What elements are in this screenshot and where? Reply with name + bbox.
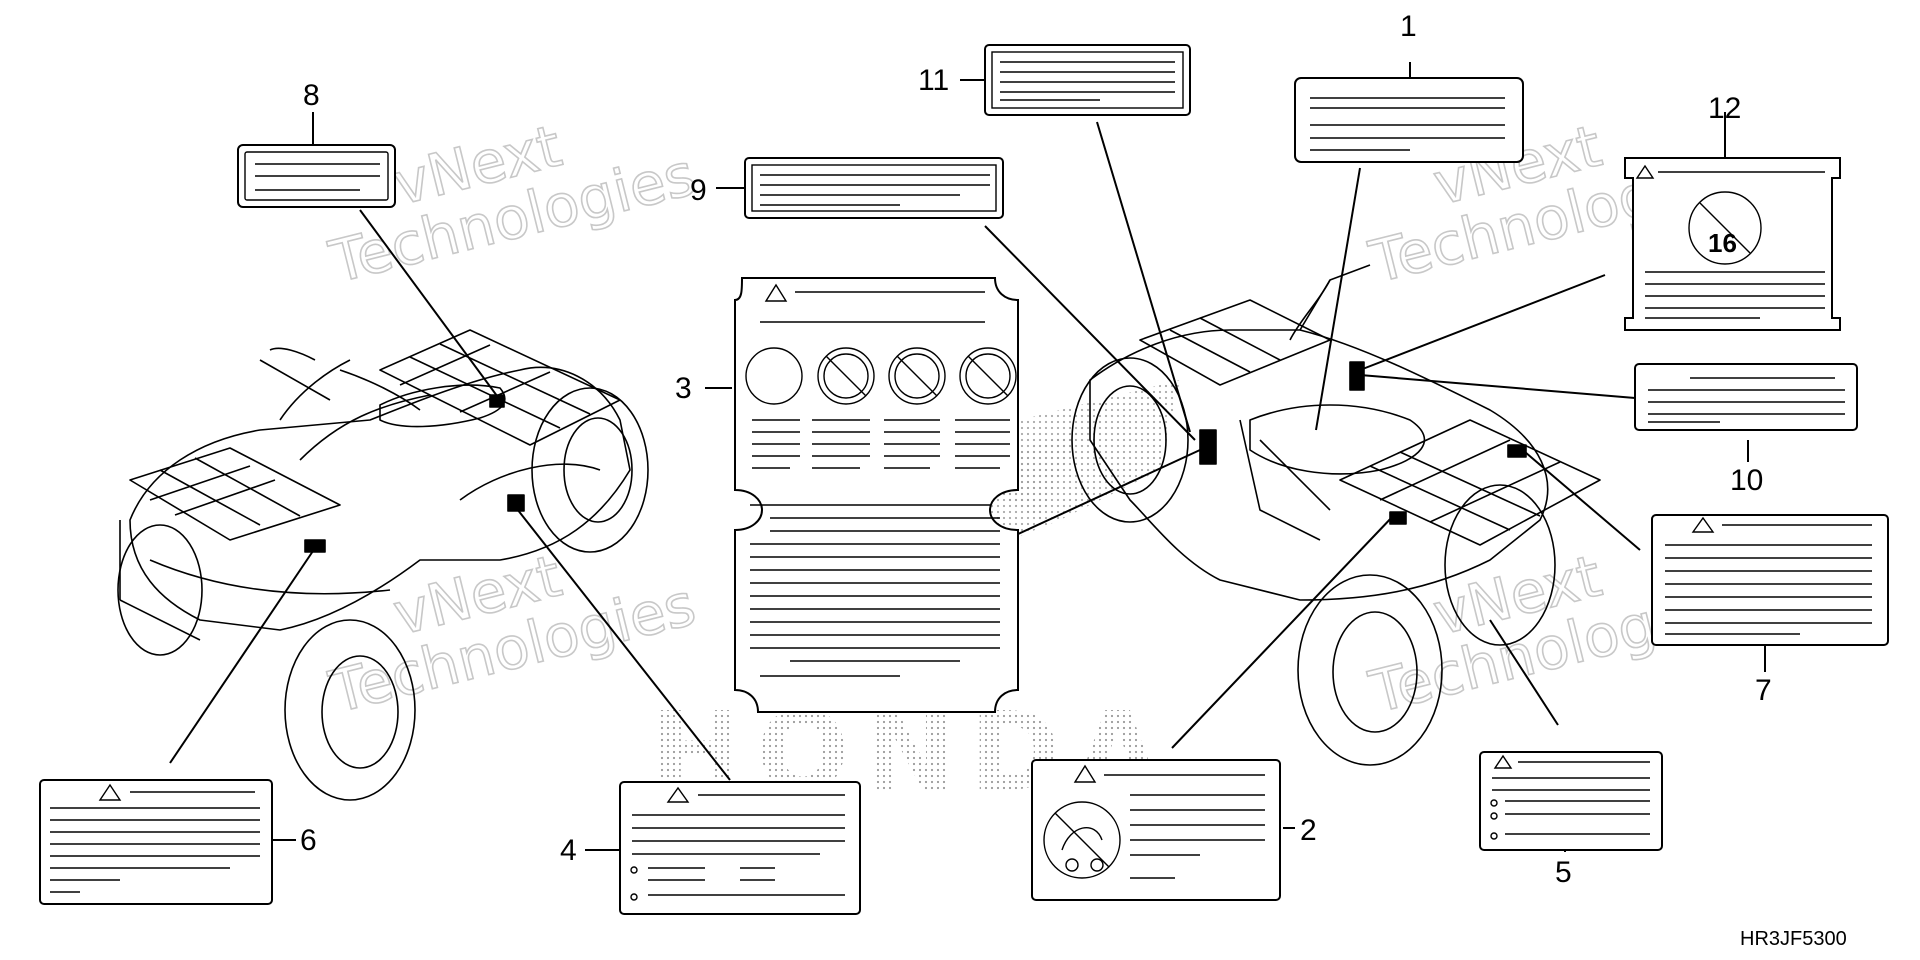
part-code: HR3JF5300: [1740, 928, 1847, 950]
label-3-plate: [734, 277, 1019, 713]
callout-12: 12: [1708, 92, 1741, 125]
atv-left-view: [117, 329, 649, 801]
callout-8: 8: [303, 79, 320, 112]
label-1-plate: [1294, 77, 1524, 163]
label-5-plate: [1479, 751, 1663, 851]
label-12-plate: 16: [1624, 157, 1841, 331]
label-4-plate: [619, 781, 861, 915]
label-8-plate: [237, 144, 396, 208]
callout-5: 5: [1555, 856, 1572, 889]
label-7-plate: [1651, 514, 1889, 646]
callout-2: 2: [1300, 814, 1317, 847]
callout-1: 1: [1400, 10, 1417, 43]
leader-lines: [169, 62, 1766, 852]
callout-9: 9: [690, 174, 707, 207]
no-under-16-icon: 16: [1708, 228, 1737, 258]
watermark-group: vNext Technologies vNext Technologies vN…: [322, 111, 1743, 727]
callout-6: 6: [300, 824, 317, 857]
callout-7: 7: [1755, 674, 1772, 707]
callout-10: 10: [1730, 464, 1763, 497]
callout-4: 4: [560, 834, 577, 867]
callout-numbers: 1 2 3 4 5 6 7 8 9 10 11 12: [300, 10, 1772, 889]
callout-3: 3: [675, 372, 692, 405]
label-6-plate: [39, 779, 273, 905]
label-9-plate: [744, 157, 1004, 219]
atv-right-view: [1071, 264, 1601, 766]
label-10-plate: [1634, 363, 1858, 431]
callout-11: 11: [918, 64, 949, 97]
label-11-plate: [984, 44, 1191, 116]
label-2-plate: [1031, 759, 1281, 901]
